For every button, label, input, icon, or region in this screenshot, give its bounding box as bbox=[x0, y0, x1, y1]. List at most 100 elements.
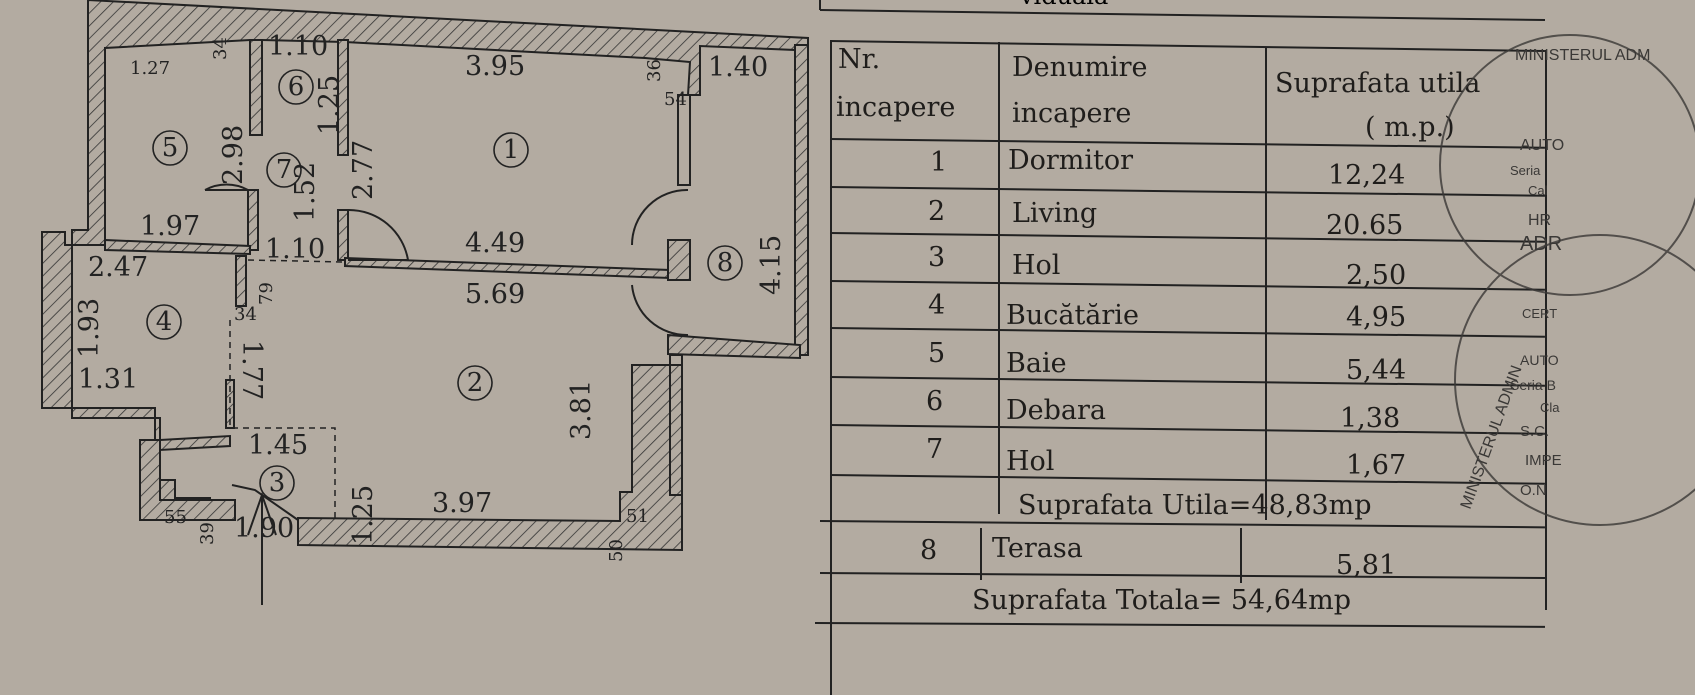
stamp-text: ADR bbox=[1520, 233, 1562, 255]
row-nr: 6 bbox=[926, 386, 944, 417]
header-area-line1: Suprafata utila bbox=[1275, 68, 1481, 99]
room-number-4: 4 bbox=[156, 307, 173, 337]
dim-label: 79 bbox=[256, 282, 277, 305]
stamp-text: CERT bbox=[1522, 306, 1557, 321]
stamp-text: S.C. bbox=[1520, 423, 1549, 440]
stamp-text: Cla bbox=[1540, 400, 1560, 415]
dim-label: 39 bbox=[197, 522, 218, 545]
header-name-line1: Denumire bbox=[1012, 52, 1148, 83]
row-name: Living bbox=[1012, 198, 1098, 229]
dim-label: 2.47 bbox=[88, 252, 148, 283]
row-area: 2,50 bbox=[1346, 260, 1407, 291]
dim-label: 1.27 bbox=[130, 58, 170, 79]
dim-label: 1.77 bbox=[236, 340, 267, 400]
dim-label: 1.25 bbox=[314, 75, 345, 135]
row-nr: 4 bbox=[928, 290, 946, 321]
table-border bbox=[1265, 48, 1267, 520]
row-name: Terasa bbox=[992, 533, 1083, 564]
dim-label: 1.40 bbox=[708, 52, 768, 83]
row-area: 1,67 bbox=[1346, 450, 1407, 481]
row-area: 20.65 bbox=[1326, 210, 1404, 241]
dimension-labels: 1.27 34 2.98 1.97 1.10 1.25 1.52 1.10 3.… bbox=[74, 31, 787, 562]
dim-label: 1.31 bbox=[78, 364, 138, 395]
useful-area-total: Suprafata Utila=48,83mp bbox=[1018, 490, 1372, 521]
dim-label: 4.49 bbox=[465, 228, 525, 259]
dim-label: 1.93 bbox=[74, 298, 105, 358]
row-name: Hol bbox=[1006, 446, 1055, 477]
dim-label: 3.95 bbox=[465, 51, 525, 82]
room-number-7: 7 bbox=[276, 155, 293, 185]
stamp-text: Cal bbox=[1528, 183, 1548, 198]
row-area: 4,95 bbox=[1346, 302, 1407, 333]
walls bbox=[41, 0, 809, 552]
room-number-8: 8 bbox=[717, 248, 734, 278]
header-name-line2: incapere bbox=[1012, 98, 1132, 129]
table-border bbox=[1240, 528, 1242, 583]
row-area: 12,24 bbox=[1328, 160, 1406, 191]
row-name: Dormitor bbox=[1008, 145, 1134, 176]
dim-label: 3.97 bbox=[432, 488, 492, 519]
header-nr-line1: Nr. bbox=[838, 44, 881, 75]
table-border bbox=[1545, 50, 1547, 610]
table-border bbox=[998, 42, 1000, 514]
stamp-text: IMPE bbox=[1525, 452, 1562, 469]
grand-total-area: Suprafata Totala= 54,64mp bbox=[972, 585, 1352, 616]
row-nr: 7 bbox=[926, 434, 944, 465]
dim-label: 3.81 bbox=[566, 380, 597, 440]
document-header-fragment: viduala bbox=[1019, 0, 1108, 10]
row-name: Baie bbox=[1006, 348, 1067, 379]
stamp-text: Seria bbox=[1510, 163, 1541, 178]
dim-label: 1.10 bbox=[265, 234, 325, 265]
dim-label: 2.77 bbox=[348, 140, 379, 200]
table-border bbox=[830, 40, 832, 695]
room-number-6: 6 bbox=[288, 72, 305, 102]
room-number-2: 2 bbox=[467, 368, 484, 398]
stamp-text: MINISTERUL ADM bbox=[1515, 47, 1650, 64]
entrance-arrow-icon bbox=[247, 491, 277, 605]
dim-label: 1.10 bbox=[268, 31, 328, 62]
stamp-text: HR bbox=[1528, 212, 1551, 229]
dim-label: 54 bbox=[664, 89, 687, 110]
row-nr: 1 bbox=[930, 147, 948, 178]
row-nr: 3 bbox=[928, 242, 946, 273]
stamp-text: Seria B bbox=[1510, 377, 1556, 393]
stamp-circle-lower bbox=[1454, 234, 1695, 526]
dim-label: 55 bbox=[164, 507, 187, 528]
room-number-1: 1 bbox=[503, 135, 520, 165]
room-number-3: 3 bbox=[269, 468, 286, 498]
header-area-line2: ( m.p.) bbox=[1365, 112, 1455, 143]
dim-label: 1.90 bbox=[234, 513, 294, 544]
room-markers bbox=[146, 69, 743, 501]
doors-windows bbox=[204, 94, 691, 521]
stamp-text: AUTO bbox=[1520, 352, 1559, 368]
dim-label: 1.52 bbox=[290, 162, 321, 222]
row-name: Bucătărie bbox=[1006, 300, 1139, 331]
dim-label: 1.45 bbox=[248, 430, 308, 461]
dim-label: 1.97 bbox=[140, 211, 200, 242]
dim-label: 36 bbox=[644, 59, 665, 82]
row-area: 1,38 bbox=[1340, 403, 1401, 434]
row-nr: 2 bbox=[928, 196, 946, 227]
row-nr: 8 bbox=[920, 535, 938, 566]
dim-label: 1.25 bbox=[348, 485, 379, 545]
row-nr: 5 bbox=[928, 338, 946, 369]
dim-label: 34 bbox=[210, 37, 231, 60]
dim-label: 2.98 bbox=[218, 125, 249, 185]
dim-label: 50 bbox=[606, 539, 627, 562]
dim-label: 5.69 bbox=[465, 279, 525, 310]
dim-label: 51 bbox=[626, 506, 649, 527]
dashed-boundaries bbox=[229, 259, 346, 520]
table-border bbox=[819, 9, 1546, 21]
row-area: 5,44 bbox=[1346, 355, 1407, 386]
header-nr-line2: incapere bbox=[836, 92, 956, 123]
row-name: Hol bbox=[1012, 250, 1061, 281]
row-area: 5,81 bbox=[1336, 550, 1397, 581]
stamp-circle-upper bbox=[1439, 34, 1695, 296]
stamp-text: AUTO bbox=[1520, 137, 1564, 154]
dim-label: 4.15 bbox=[756, 235, 787, 295]
dim-label: 34 bbox=[234, 304, 257, 325]
row-name: Debara bbox=[1006, 395, 1107, 426]
table-border bbox=[980, 528, 982, 580]
